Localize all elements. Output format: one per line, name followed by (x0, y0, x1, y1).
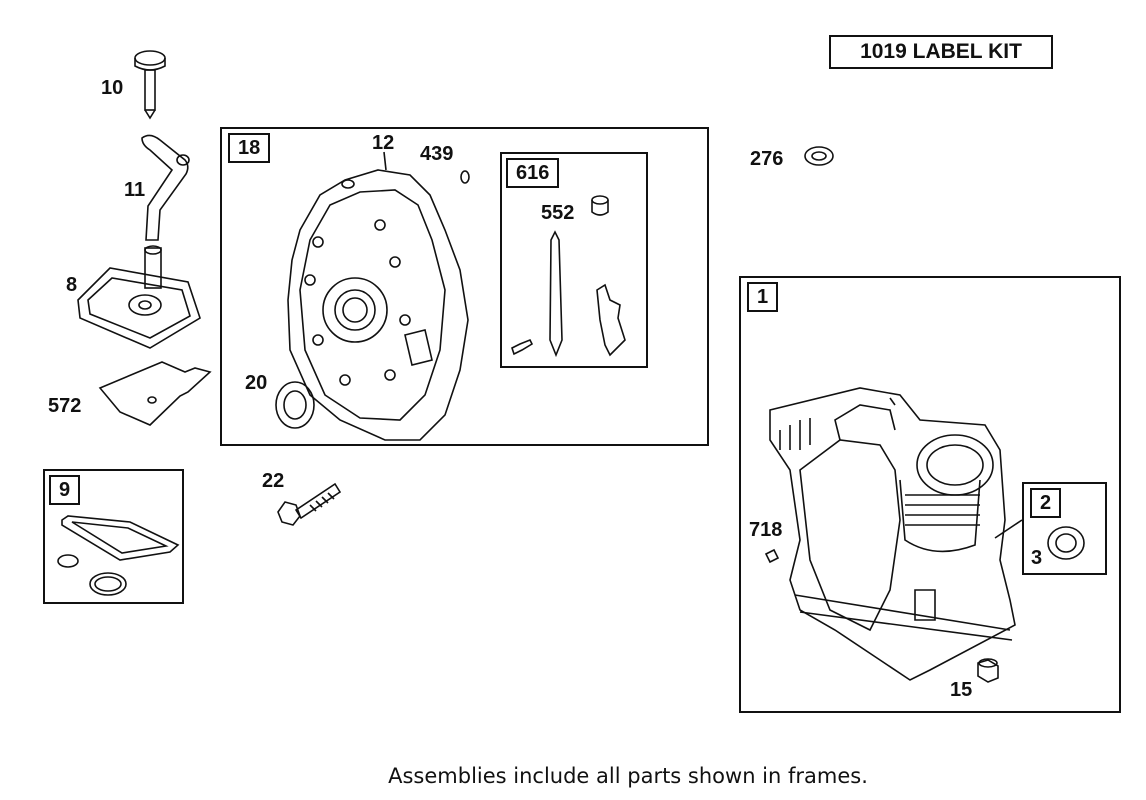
frame-2: 2 (1022, 482, 1107, 575)
label-kit-box: 1019 LABEL KIT (829, 35, 1053, 69)
governor-arm-drawing (596, 283, 626, 357)
part-label-20: 20 (245, 372, 268, 394)
part-10-drawing (134, 50, 166, 120)
part-718-drawing (764, 548, 780, 564)
part-label-552: 552 (541, 202, 575, 224)
frame-1-tag: 1 (747, 282, 779, 312)
part-label-276: 276 (750, 148, 784, 170)
part-label-22: 22 (262, 470, 285, 492)
part-552-drawing (591, 195, 609, 216)
part-15-drawing (977, 658, 999, 683)
part-12-drawing (287, 169, 469, 441)
part-439-drawing (460, 170, 470, 184)
part-label-718: 718 (749, 519, 783, 541)
frame-616: 616 (500, 152, 648, 368)
part-9-drawing (57, 515, 180, 596)
part-22-drawing (277, 482, 342, 526)
frame-1: 1 (739, 276, 1121, 713)
frame-9-tag: 9 (49, 475, 81, 505)
part-8-drawing (77, 245, 201, 349)
part-3-drawing (1047, 526, 1085, 560)
part-572-drawing (98, 361, 212, 426)
part-20-drawing (275, 381, 315, 429)
part-label-15: 15 (950, 679, 973, 701)
screw-drawing (511, 338, 534, 356)
part-276-drawing (804, 146, 834, 166)
part-1-drawing (769, 387, 1016, 681)
part-11-drawing (141, 134, 190, 241)
frame-18: 18 (220, 127, 709, 446)
frame-9: 9 (43, 469, 184, 604)
caption: Assemblies include all parts shown in fr… (388, 764, 868, 788)
part-label-572: 572 (48, 395, 82, 417)
part-label-439: 439 (420, 143, 454, 165)
frame-2-tag: 2 (1030, 488, 1062, 518)
part-label-3: 3 (1031, 547, 1043, 569)
frame-616-tag: 616 (506, 158, 560, 188)
frame-18-tag: 18 (228, 133, 271, 163)
part-label-11: 11 (124, 179, 146, 201)
part-label-10: 10 (101, 77, 124, 99)
part-label-8: 8 (66, 274, 78, 296)
governor-shaft-drawing (549, 230, 563, 358)
part-label-12: 12 (372, 132, 395, 154)
